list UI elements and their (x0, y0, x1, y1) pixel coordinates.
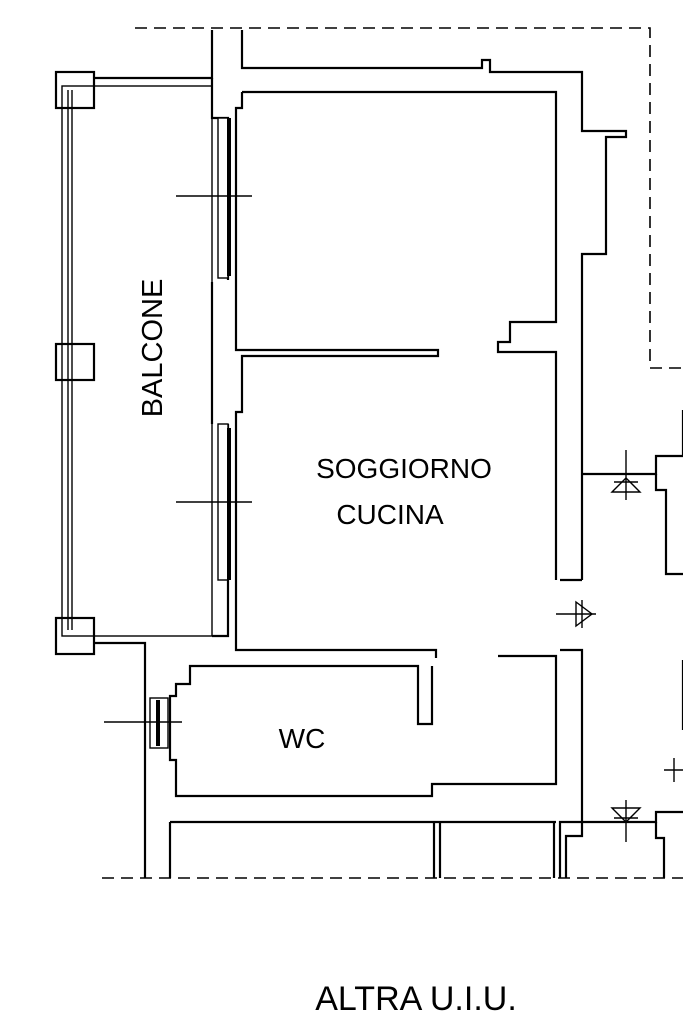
neighbour-walls (564, 410, 683, 878)
room-label-soggiorno: SOGGIORNO (316, 453, 492, 484)
radiator-symbol-1 (610, 450, 642, 500)
radiator-symbol-3 (610, 800, 642, 842)
footer-label: ALTRA U.I.U. (315, 980, 517, 1018)
property-boundary-dashed (102, 27, 683, 879)
window-upper (176, 117, 252, 279)
room-label-wc: WC (279, 723, 326, 754)
radiator-symbol-2 (556, 600, 596, 628)
room-label-cucina: CUCINA (336, 499, 444, 530)
window-wc (104, 697, 182, 749)
radiator-symbol-4 (664, 758, 683, 782)
balcony (54, 30, 214, 878)
room-label-balcone: BALCONE (137, 279, 169, 418)
window-lower (176, 423, 252, 581)
